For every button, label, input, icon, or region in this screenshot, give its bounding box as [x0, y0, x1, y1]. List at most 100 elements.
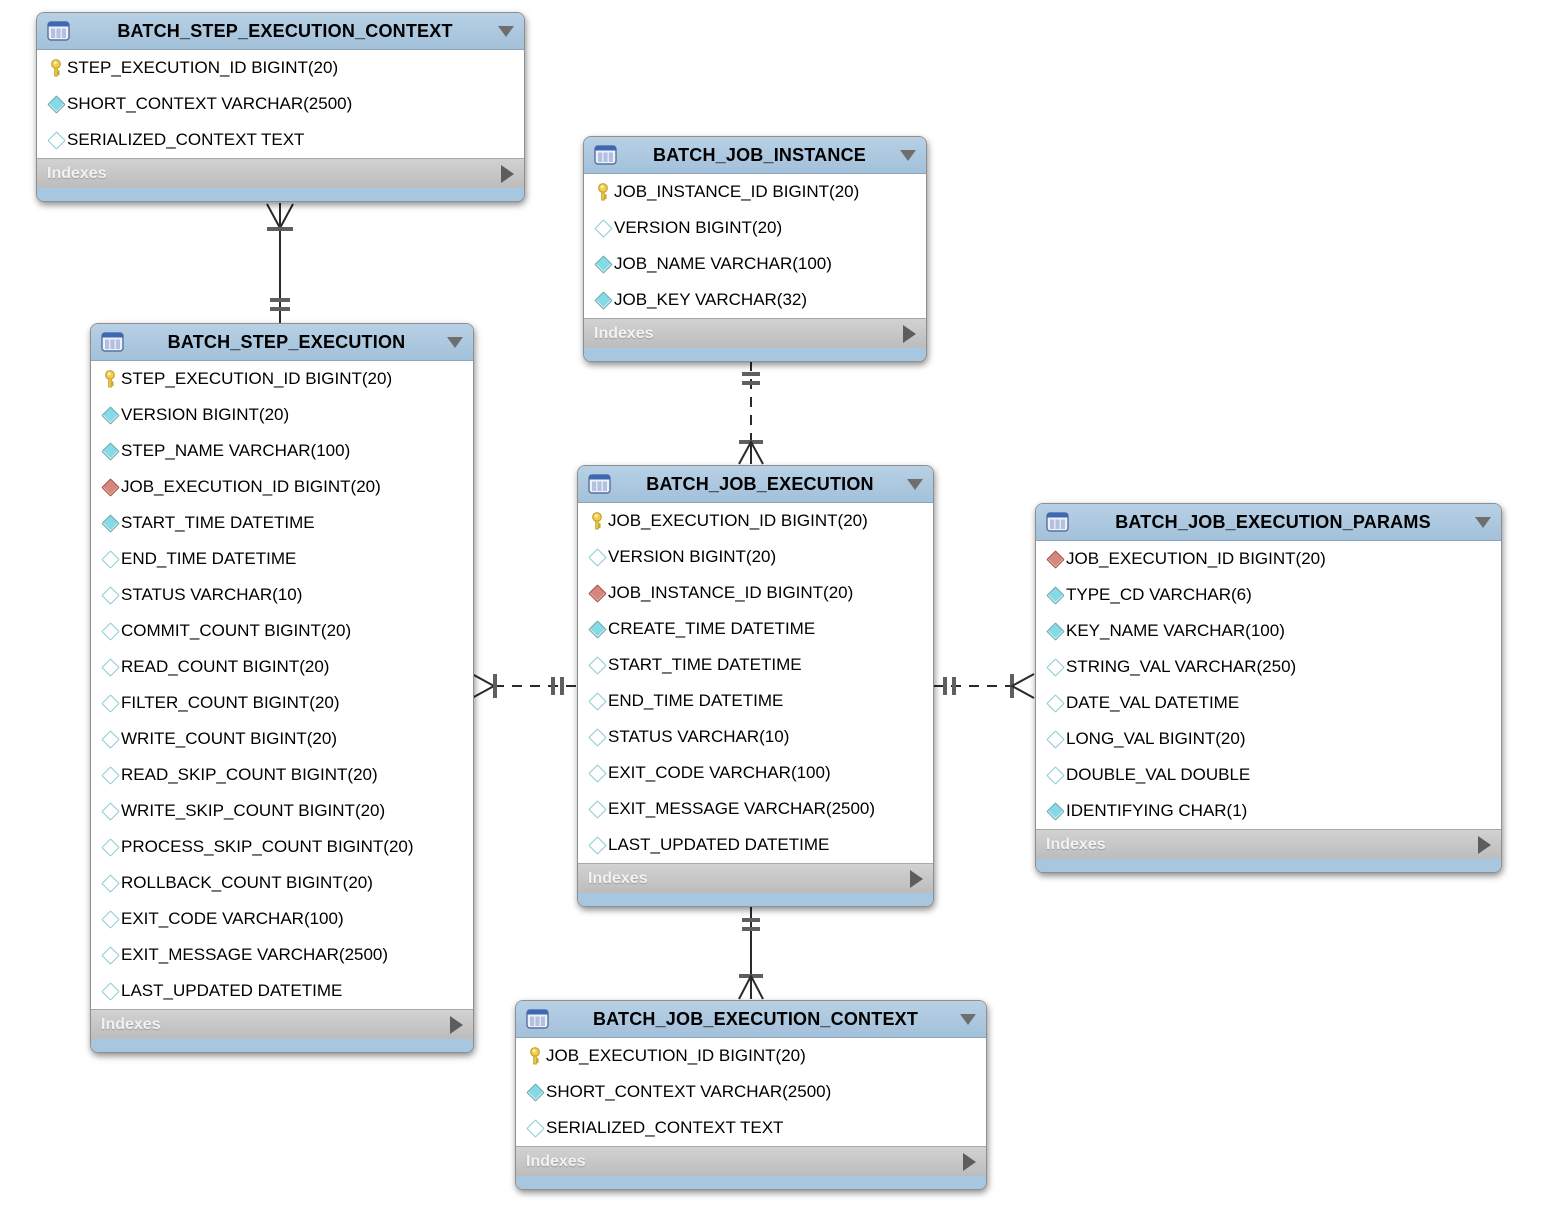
column-row[interactable]: STEP_NAME VARCHAR(100): [91, 433, 473, 469]
column-row[interactable]: STATUS VARCHAR(10): [578, 719, 933, 755]
column-row[interactable]: COMMIT_COUNT BIGINT(20): [91, 613, 473, 649]
expand-indexes-arrow-icon[interactable]: [450, 1015, 463, 1034]
expand-indexes-arrow-icon[interactable]: [1478, 835, 1491, 854]
column-row[interactable]: END_TIME DATETIME: [578, 683, 933, 719]
column-row[interactable]: VERSION BIGINT(20): [91, 397, 473, 433]
column-label: WRITE_SKIP_COUNT BIGINT(20): [121, 801, 386, 820]
table-header[interactable]: BATCH_STEP_EXECUTION: [91, 324, 473, 361]
column-row[interactable]: SERIALIZED_CONTEXT TEXT: [37, 122, 524, 158]
column-row[interactable]: JOB_INSTANCE_ID BIGINT(20): [584, 174, 926, 210]
collapse-arrow-icon[interactable]: [447, 336, 463, 348]
column-label: SHORT_CONTEXT VARCHAR(2500): [67, 94, 353, 113]
column-row[interactable]: READ_COUNT BIGINT(20): [91, 649, 473, 685]
column-notnull-icon: [99, 441, 121, 461]
column-row[interactable]: DATE_VAL DATETIME: [1036, 685, 1501, 721]
column-row[interactable]: KEY_NAME VARCHAR(100): [1036, 613, 1501, 649]
column-row[interactable]: WRITE_SKIP_COUNT BIGINT(20): [91, 793, 473, 829]
indexes-footer[interactable]: Indexes: [1036, 829, 1501, 859]
table-header[interactable]: BATCH_JOB_EXECUTION_CONTEXT: [516, 1001, 986, 1038]
expand-indexes-arrow-icon[interactable]: [903, 324, 916, 343]
column-row[interactable]: LONG_VAL BIGINT(20): [1036, 721, 1501, 757]
column-row[interactable]: STRING_VAL VARCHAR(250): [1036, 649, 1501, 685]
relationship-step-execution-to-step-execution-context[interactable]: [266, 203, 294, 324]
column-row[interactable]: JOB_EXECUTION_ID BIGINT(20): [91, 469, 473, 505]
table-columns: STEP_EXECUTION_ID BIGINT(20) SHORT_CONTEX…: [37, 50, 524, 158]
collapse-arrow-icon[interactable]: [900, 149, 916, 161]
collapse-arrow-icon[interactable]: [907, 478, 923, 490]
column-row[interactable]: READ_SKIP_COUNT BIGINT(20): [91, 757, 473, 793]
table-header[interactable]: BATCH_JOB_EXECUTION_PARAMS: [1036, 504, 1501, 541]
indexes-footer[interactable]: Indexes: [91, 1009, 473, 1039]
column-label: WRITE_COUNT BIGINT(20): [121, 729, 337, 748]
column-row[interactable]: SERIALIZED_CONTEXT TEXT: [516, 1110, 986, 1146]
column-row[interactable]: STEP_EXECUTION_ID BIGINT(20): [37, 50, 524, 86]
relationship-job-execution-to-job-execution-params[interactable]: [933, 673, 1035, 699]
expand-indexes-arrow-icon[interactable]: [501, 164, 514, 183]
table-bottom-strip: [91, 1039, 473, 1052]
indexes-footer[interactable]: Indexes: [584, 318, 926, 348]
column-row[interactable]: TYPE_CD VARCHAR(6): [1036, 577, 1501, 613]
column-nullable-icon: [99, 585, 121, 605]
expand-indexes-arrow-icon[interactable]: [910, 869, 923, 888]
column-row[interactable]: VERSION BIGINT(20): [578, 539, 933, 575]
foreign-key-icon: [99, 477, 121, 497]
column-row[interactable]: STATUS VARCHAR(10): [91, 577, 473, 613]
column-row[interactable]: START_TIME DATETIME: [578, 647, 933, 683]
indexes-footer[interactable]: Indexes: [516, 1146, 986, 1176]
indexes-footer[interactable]: Indexes: [37, 158, 524, 188]
column-row[interactable]: EXIT_CODE VARCHAR(100): [578, 755, 933, 791]
column-row[interactable]: JOB_KEY VARCHAR(32): [584, 282, 926, 318]
column-label: START_TIME DATETIME: [608, 655, 802, 674]
column-row[interactable]: JOB_EXECUTION_ID BIGINT(20): [516, 1038, 986, 1074]
column-row[interactable]: CREATE_TIME DATETIME: [578, 611, 933, 647]
column-row[interactable]: LAST_UPDATED DATETIME: [578, 827, 933, 863]
relationship-job-execution-to-step-execution[interactable]: [471, 673, 576, 699]
indexes-label: Indexes: [526, 1152, 586, 1170]
table-header[interactable]: BATCH_JOB_INSTANCE: [584, 137, 926, 174]
indexes-footer[interactable]: Indexes: [578, 863, 933, 893]
primary-key-icon: [592, 183, 614, 201]
indexes-label: Indexes: [1046, 835, 1106, 853]
column-row[interactable]: LAST_UPDATED DATETIME: [91, 973, 473, 1009]
column-row[interactable]: JOB_EXECUTION_ID BIGINT(20): [578, 503, 933, 539]
relationship-job-instance-to-job-execution[interactable]: [738, 361, 764, 465]
indexes-label: Indexes: [47, 164, 107, 182]
column-row[interactable]: SHORT_CONTEXT VARCHAR(2500): [37, 86, 524, 122]
column-nullable-icon: [586, 691, 608, 711]
column-nullable-icon: [586, 835, 608, 855]
expand-indexes-arrow-icon[interactable]: [963, 1152, 976, 1171]
column-row[interactable]: VERSION BIGINT(20): [584, 210, 926, 246]
column-row[interactable]: WRITE_COUNT BIGINT(20): [91, 721, 473, 757]
collapse-arrow-icon[interactable]: [498, 25, 514, 37]
column-row[interactable]: START_TIME DATETIME: [91, 505, 473, 541]
column-row[interactable]: EXIT_MESSAGE VARCHAR(2500): [91, 937, 473, 973]
column-row[interactable]: ROLLBACK_COUNT BIGINT(20): [91, 865, 473, 901]
foreign-key-icon: [1044, 549, 1066, 569]
column-row[interactable]: PROCESS_SKIP_COUNT BIGINT(20): [91, 829, 473, 865]
column-row[interactable]: JOB_NAME VARCHAR(100): [584, 246, 926, 282]
column-row[interactable]: SHORT_CONTEXT VARCHAR(2500): [516, 1074, 986, 1110]
column-row[interactable]: IDENTIFYING CHAR(1): [1036, 793, 1501, 829]
column-row[interactable]: DOUBLE_VAL DOUBLE: [1036, 757, 1501, 793]
column-nullable-icon: [524, 1118, 546, 1138]
column-row[interactable]: FILTER_COUNT BIGINT(20): [91, 685, 473, 721]
table-columns: JOB_INSTANCE_ID BIGINT(20)VERSION BIGINT…: [584, 174, 926, 318]
table-header[interactable]: BATCH_STEP_EXECUTION_CONTEXT: [37, 13, 524, 50]
collapse-arrow-icon[interactable]: [1475, 516, 1491, 528]
column-row[interactable]: JOB_EXECUTION_ID BIGINT(20): [1036, 541, 1501, 577]
collapse-arrow-icon[interactable]: [960, 1013, 976, 1025]
table-header[interactable]: BATCH_JOB_EXECUTION: [578, 466, 933, 503]
column-row[interactable]: EXIT_CODE VARCHAR(100): [91, 901, 473, 937]
table-icon: [101, 332, 124, 352]
relationship-job-execution-to-job-execution-context[interactable]: [738, 903, 764, 1000]
column-row[interactable]: END_TIME DATETIME: [91, 541, 473, 577]
column-row[interactable]: JOB_INSTANCE_ID BIGINT(20): [578, 575, 933, 611]
column-row[interactable]: STEP_EXECUTION_ID BIGINT(20): [91, 361, 473, 397]
column-row[interactable]: EXIT_MESSAGE VARCHAR(2500): [578, 791, 933, 827]
